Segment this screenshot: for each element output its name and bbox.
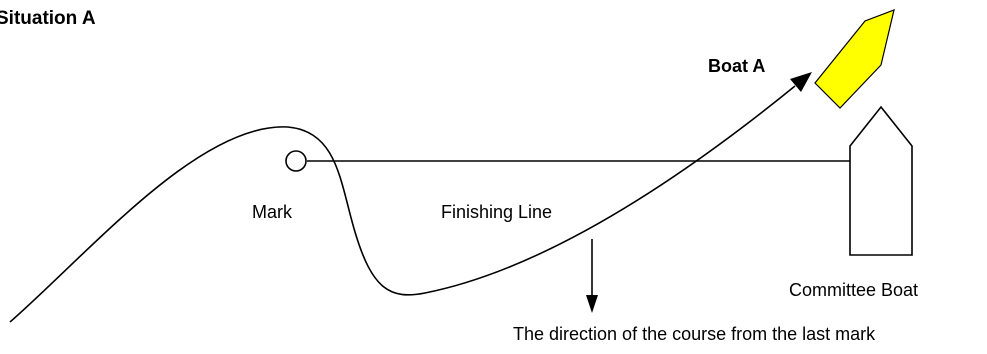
mark-buoy-icon — [285, 150, 307, 172]
boat-a-track — [9, 85, 796, 323]
boat-a-label: Boat A — [708, 56, 765, 76]
finishing-line-label: Finishing Line — [441, 202, 552, 222]
track-arrowhead-icon — [790, 72, 812, 92]
yellow-boat-icon — [814, 9, 895, 109]
committee-boat-label: Committee Boat — [789, 280, 918, 300]
mark-label: Mark — [252, 202, 293, 222]
course-direction-label: The direction of the course from the las… — [513, 324, 876, 344]
committee-boat-icon — [849, 105, 913, 256]
down-arrow-icon — [586, 239, 598, 313]
diagram-title: Situation A — [0, 8, 96, 29]
